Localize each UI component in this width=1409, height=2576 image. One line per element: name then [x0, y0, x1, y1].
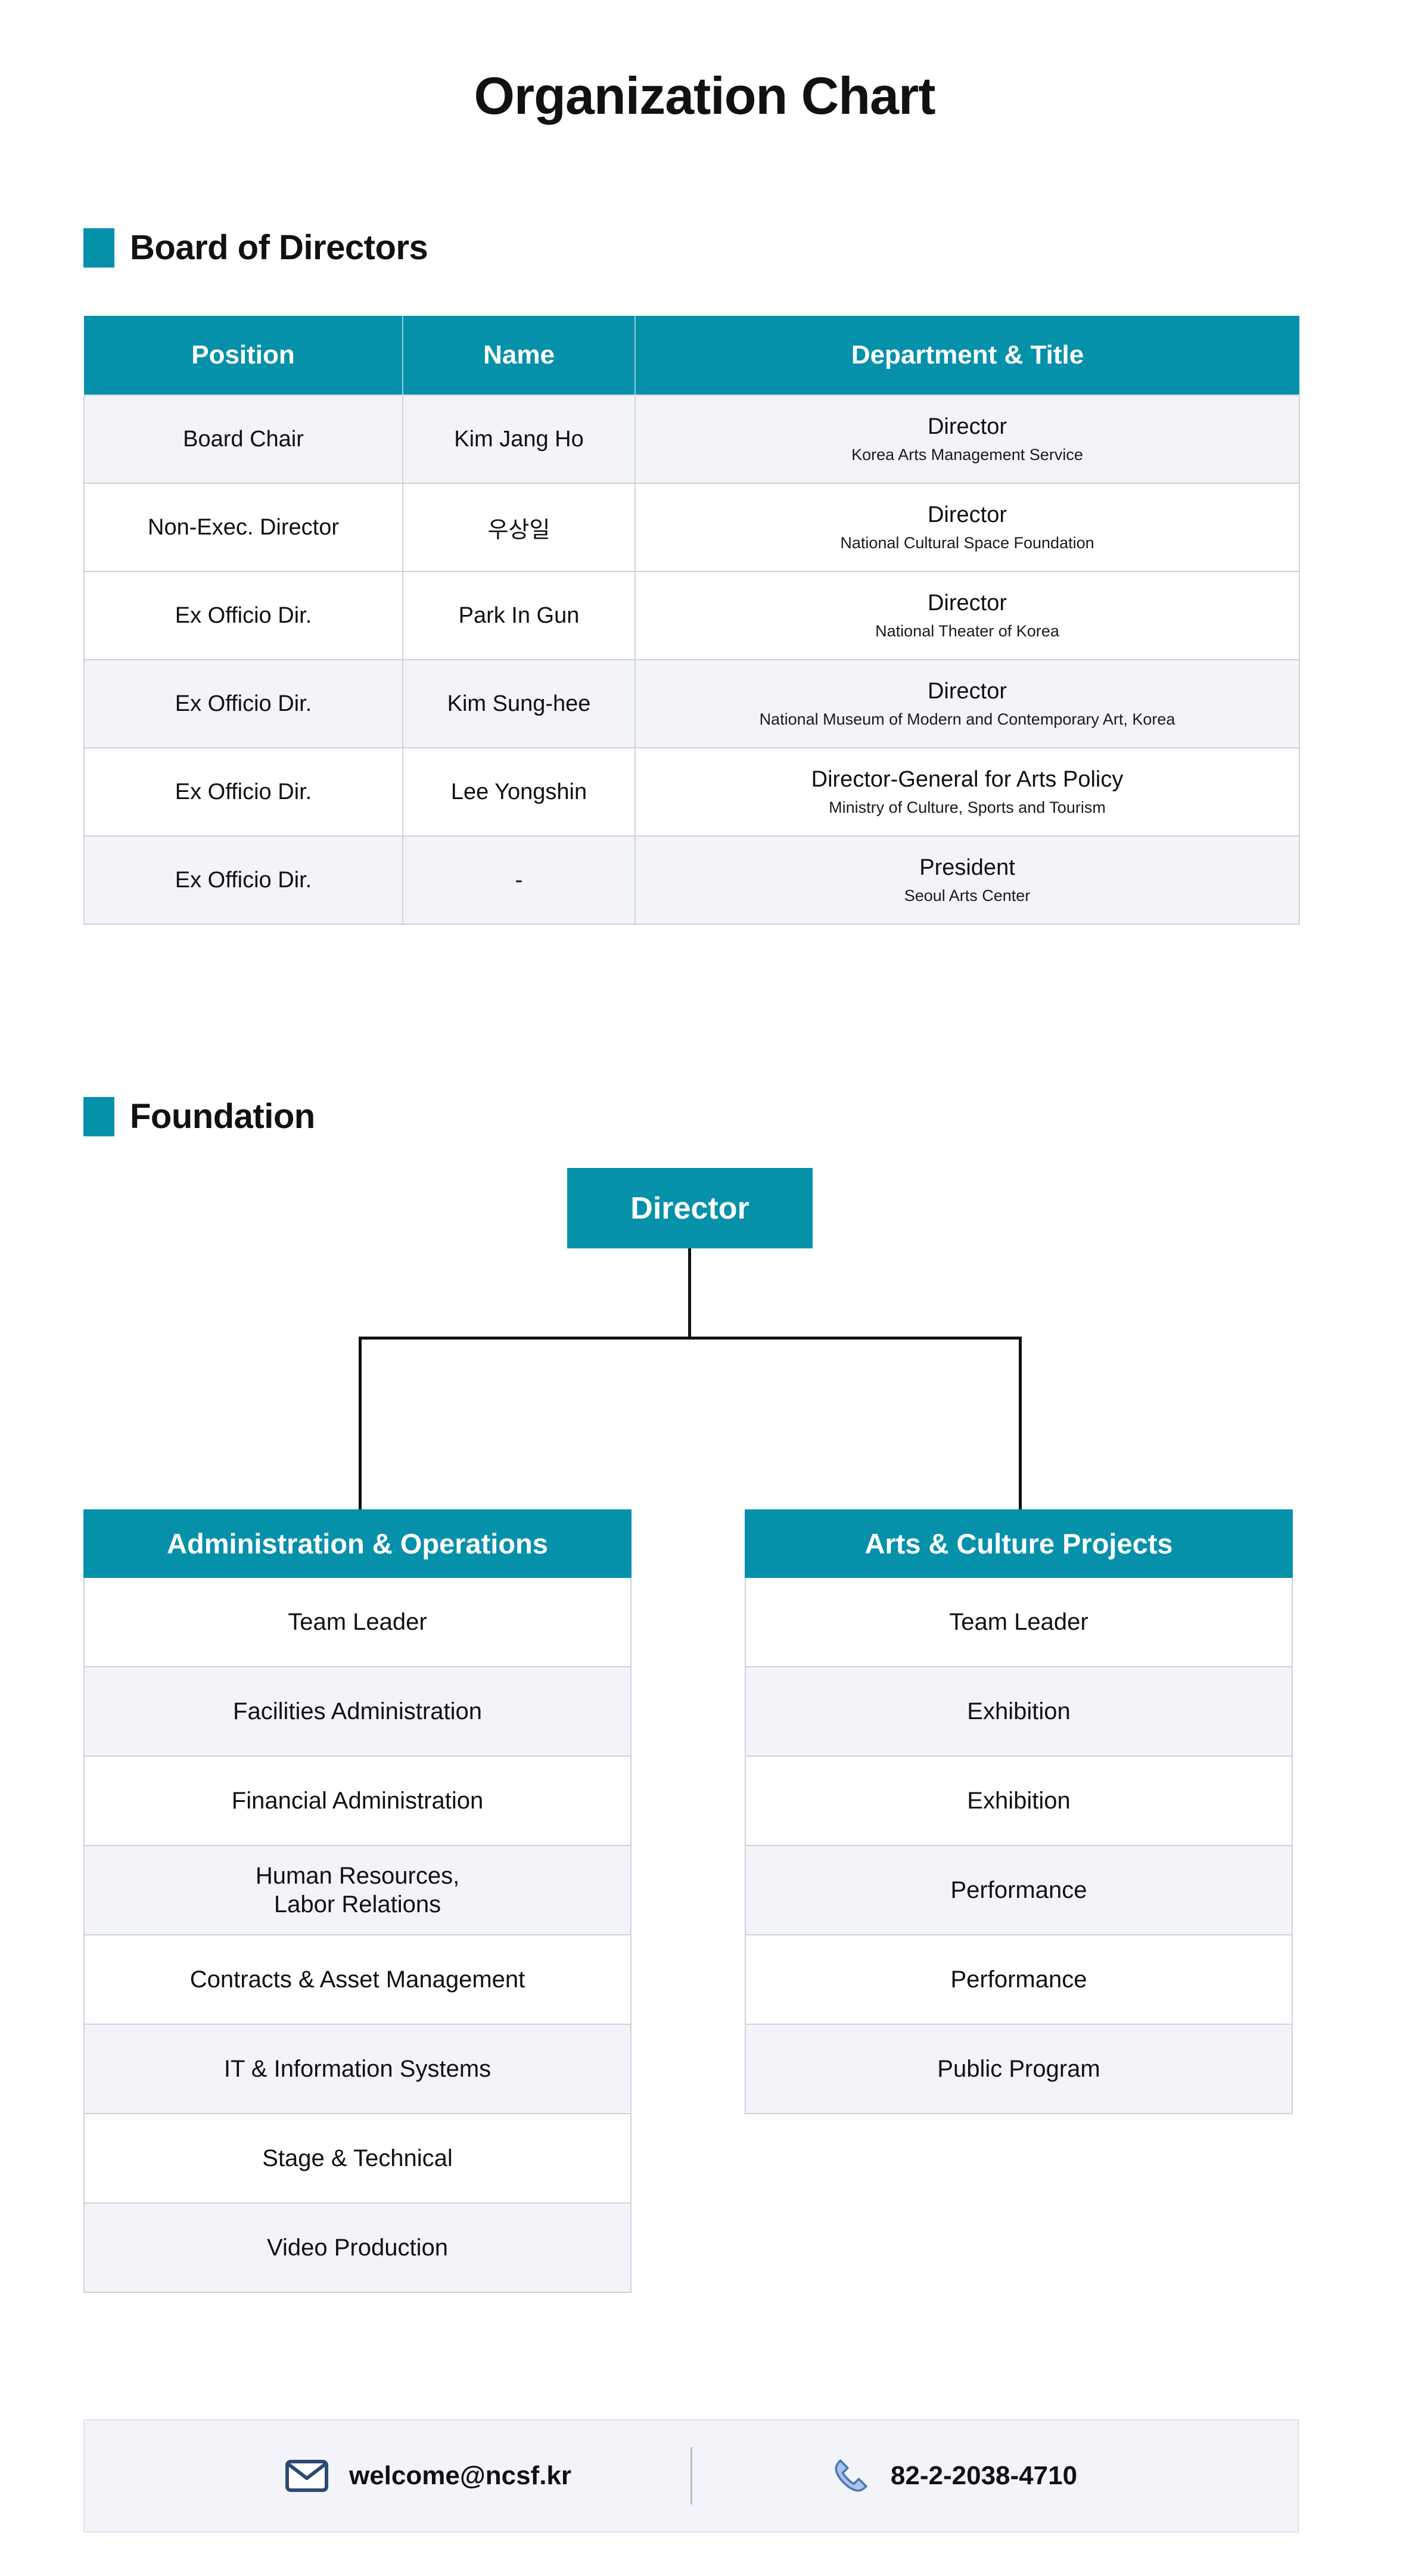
contact-bar: welcome@ncsf.kr 82-2-2038-4710: [83, 2419, 1299, 2533]
department-column-arts-culture: Arts & Culture Projects Team Leader Exhi…: [745, 1509, 1293, 2114]
cell-position: Ex Officio Dir.: [83, 571, 403, 660]
table-row: Ex Officio Dir. Lee Yongshin Director-Ge…: [83, 747, 1300, 837]
cell-department: Director National Museum of Modern and C…: [634, 659, 1300, 748]
foundation-section-label: Foundation: [130, 1097, 315, 1136]
department-column-administration: Administration & Operations Team Leader …: [83, 1509, 632, 2293]
cell-org: Seoul Arts Center: [904, 886, 1031, 905]
department-item: Contracts & Asset Management: [83, 1935, 632, 2025]
cell-department: Director National Theater of Korea: [634, 571, 1300, 660]
department-item: Stage & Technical: [83, 2114, 632, 2204]
department-item: Performance: [745, 1935, 1293, 2025]
phone-text: 82-2-2038-4710: [890, 2461, 1078, 2490]
cell-org: Korea Arts Management Service: [851, 445, 1083, 464]
cell-org: Ministry of Culture, Sports and Tourism: [829, 798, 1106, 816]
phone-icon: [831, 2456, 870, 2496]
department-item: Financial Administration: [83, 1757, 632, 1846]
cell-name: -: [402, 835, 636, 925]
table-row: Ex Officio Dir. - President Seoul Arts C…: [83, 835, 1300, 925]
cell-position: Ex Officio Dir.: [83, 747, 403, 837]
contact-email[interactable]: welcome@ncsf.kr: [220, 2459, 637, 2493]
cell-name: 우상일: [402, 483, 636, 572]
cell-title: Director: [927, 502, 1007, 527]
table-row: Board Chair Kim Jang Ho Director Korea A…: [83, 394, 1300, 484]
cell-org: National Theater of Korea: [875, 622, 1059, 640]
department-item: IT & Information Systems: [83, 2025, 632, 2114]
department-item: Performance: [745, 1846, 1293, 1935]
cell-position: Non-Exec. Director: [83, 483, 403, 572]
foundation-section-heading: Foundation: [83, 1096, 315, 1136]
column-header-name: Name: [403, 316, 636, 395]
org-node-director: Director: [567, 1168, 813, 1248]
page-title: Organization Chart: [474, 66, 935, 125]
cell-title: Director: [927, 678, 1007, 704]
department-item: Exhibition: [745, 1757, 1293, 1846]
cell-position: Ex Officio Dir.: [83, 835, 403, 925]
cell-name: Lee Yongshin: [402, 747, 636, 837]
department-header: Arts & Culture Projects: [745, 1509, 1293, 1578]
connector-horizontal-bar: [359, 1337, 1022, 1340]
cell-position: Ex Officio Dir.: [83, 659, 403, 748]
department-item: Facilities Administration: [83, 1667, 632, 1757]
table-header-row: Position Name Department & Title: [84, 316, 1299, 395]
email-text: welcome@ncsf.kr: [349, 2461, 572, 2490]
cell-org: National Cultural Space Foundation: [840, 533, 1094, 552]
department-item: Video Production: [83, 2204, 632, 2293]
cell-title: President: [919, 854, 1015, 880]
cell-department: Director-General for Arts Policy Ministr…: [634, 747, 1300, 837]
cell-title: Director: [927, 414, 1007, 439]
foundation-org-tree: Director Administration & Operations Tea…: [0, 1168, 1409, 2336]
section-marker-square: [83, 1096, 114, 1136]
contact-phone[interactable]: 82-2-2038-4710: [746, 2456, 1163, 2496]
cell-name: Park In Gun: [402, 571, 636, 660]
cell-position: Board Chair: [83, 394, 403, 484]
department-item: Team Leader: [83, 1578, 632, 1667]
department-header: Administration & Operations: [83, 1509, 632, 1578]
connector-stem: [688, 1248, 691, 1337]
cell-department: Director National Cultural Space Foundat…: [634, 483, 1300, 572]
column-header-position: Position: [84, 316, 403, 395]
table-row: Non-Exec. Director 우상일 Director National…: [83, 483, 1300, 572]
envelope-icon: [285, 2459, 329, 2493]
section-marker-square: [83, 228, 114, 268]
column-header-department: Department & Title: [635, 316, 1299, 395]
department-item: Team Leader: [745, 1578, 1293, 1667]
connector-drop-left: [359, 1337, 362, 1509]
connector-drop-right: [1019, 1337, 1022, 1509]
board-section-heading: Board of Directors: [83, 228, 428, 268]
cell-department: Director Korea Arts Management Service: [634, 394, 1300, 484]
board-of-directors-table: Position Name Department & Title Board C…: [83, 316, 1300, 925]
department-item: Public Program: [745, 2025, 1293, 2114]
cell-title: Director-General for Arts Policy: [811, 766, 1124, 792]
cell-name: Kim Sung-hee: [402, 659, 636, 748]
cell-org: National Museum of Modern and Contempora…: [759, 710, 1175, 728]
cell-department: President Seoul Arts Center: [634, 835, 1300, 925]
board-section-label: Board of Directors: [130, 228, 428, 267]
cell-name: Kim Jang Ho: [402, 394, 636, 484]
department-item: Human Resources,Labor Relations: [83, 1846, 632, 1935]
cell-title: Director: [927, 590, 1007, 616]
table-row: Ex Officio Dir. Kim Sung-hee Director Na…: [83, 659, 1300, 748]
table-row: Ex Officio Dir. Park In Gun Director Nat…: [83, 571, 1300, 660]
department-item: Exhibition: [745, 1667, 1293, 1757]
contact-divider: [690, 2447, 692, 2504]
